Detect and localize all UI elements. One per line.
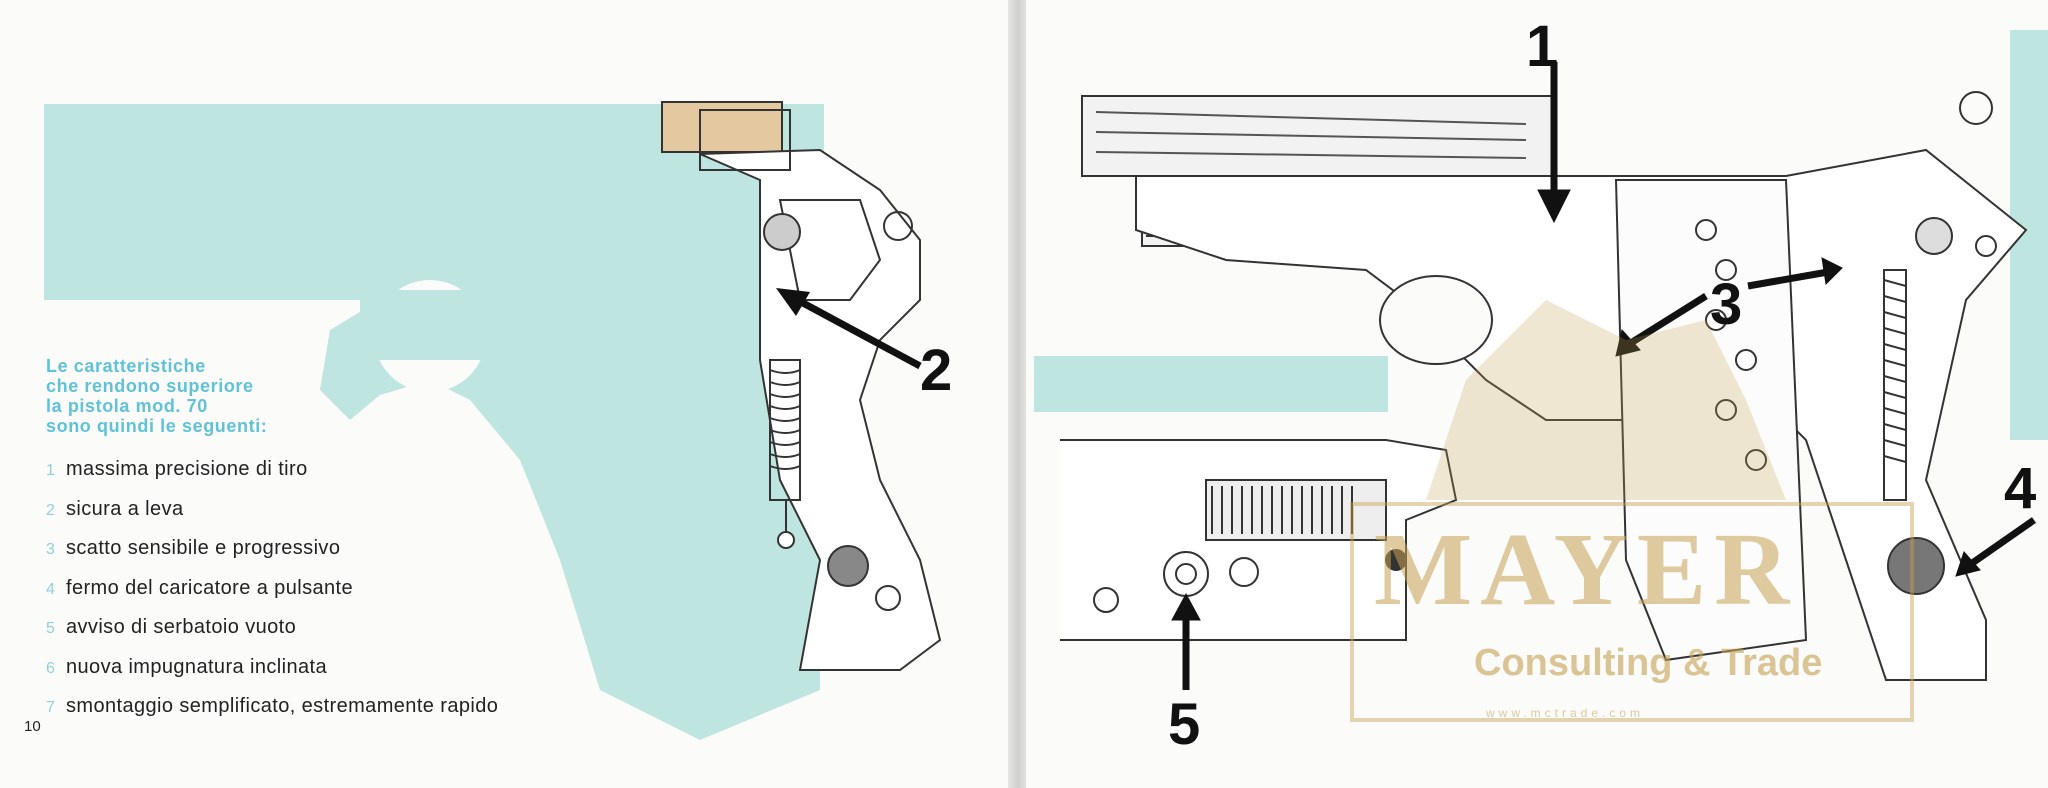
list-item: 3 scatto sensibile e progressivo xyxy=(46,529,498,569)
callout-label-2: 2 xyxy=(920,338,953,403)
item-text: massima precisione di tiro xyxy=(66,458,308,480)
item-number: 2 xyxy=(46,501,56,519)
watermark-frame xyxy=(1350,300,1914,722)
item-number: 4 xyxy=(46,580,56,598)
watermark-subtitle: Consulting & Trade xyxy=(1474,642,1823,684)
intro-line: che rendono superiore xyxy=(46,376,254,396)
callout-arrow-2 xyxy=(776,288,922,370)
item-number: 7 xyxy=(46,699,56,716)
list-item: 7 smontaggio semplificato, estremamente r… xyxy=(46,687,498,727)
item-number: 6 xyxy=(46,659,56,677)
item-text: fermo del caricatore a pulsante xyxy=(66,576,353,599)
list-item: 4 fermo del caricatore a pulsante xyxy=(46,569,498,609)
item-text: smontaggio semplificato, estremamente ra… xyxy=(66,695,499,717)
callout-label-4: 4 xyxy=(2004,456,2037,521)
page-number: 10 xyxy=(24,718,41,735)
callout-label-1: 1 xyxy=(1526,14,1559,79)
item-text: sicura a leva xyxy=(66,497,184,520)
cyan-pistol-silhouette xyxy=(44,101,942,740)
left-page: Le caratteristiche che rendono superiore… xyxy=(0,0,1010,788)
callout-label-5: 5 xyxy=(1168,692,1201,757)
list-item: 2 sicura a leva xyxy=(46,490,498,530)
list-item: 6 nuova impugnatura inclinata xyxy=(46,648,498,688)
pistol-cross-section-drawing xyxy=(1060,62,2037,690)
right-page: 1 3 4 5 MAYER Consulting & Trade www.mct… xyxy=(1026,0,2048,788)
callout-label-3: 3 xyxy=(1710,272,1743,337)
intro-line: la pistola mod. 70 xyxy=(46,396,208,416)
item-number: 1 xyxy=(46,462,56,479)
watermark-brand: MAYER xyxy=(1374,512,1798,627)
item-number: 5 xyxy=(46,620,56,637)
intro-line: Le caratteristiche xyxy=(46,356,206,376)
item-text: scatto sensibile e progressivo xyxy=(66,537,341,559)
item-text: avviso di serbatoio vuoto xyxy=(66,616,297,638)
list-item: 5 avviso di serbatoio vuoto xyxy=(46,608,498,648)
cyan-band-mid xyxy=(1034,356,1388,412)
feature-list: 1 massima precisione di tiro 2 sicura a le… xyxy=(46,450,498,727)
intro-line: sono quindi le seguenti: xyxy=(46,416,268,436)
list-item: 1 massima precisione di tiro xyxy=(46,450,498,490)
item-text: nuova impugnatura inclinata xyxy=(66,655,327,678)
item-number: 3 xyxy=(46,541,56,558)
book-gutter xyxy=(1008,0,1028,788)
watermark-url: www.mctrade.com xyxy=(1486,706,1645,720)
feature-list-block: Le caratteristiche che rendono superiore… xyxy=(46,356,498,727)
intro-heading: Le caratteristiche che rendono superiore… xyxy=(46,356,498,436)
